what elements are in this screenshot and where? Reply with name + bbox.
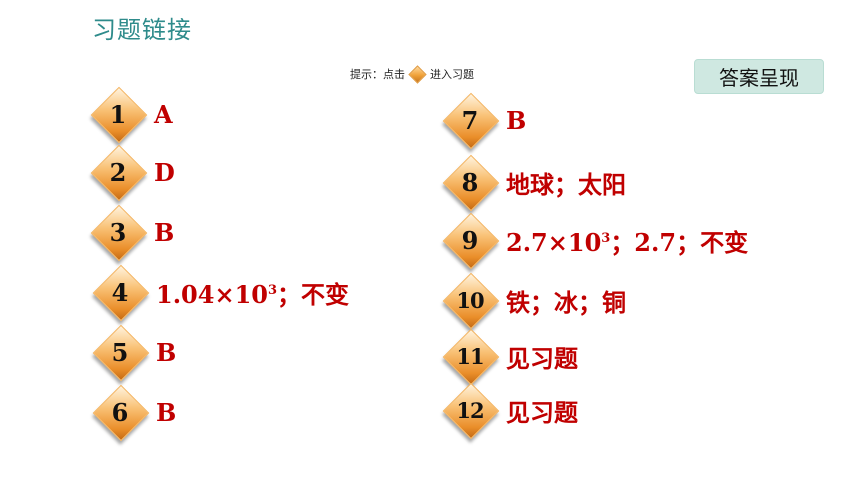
answer-text: D	[154, 157, 175, 187]
exercise-link-3[interactable]: 3 B	[90, 204, 175, 262]
exercise-number: 5	[111, 337, 129, 367]
diamond-badge[interactable]: 9	[442, 212, 500, 270]
exercise-number: 9	[461, 225, 479, 255]
answer-text: 2.7×103；2.7；不变	[506, 223, 748, 258]
hint-suffix: 进入习题	[430, 68, 474, 81]
exercise-link-1[interactable]: 1 A	[90, 86, 173, 144]
exercise-link-10[interactable]: 10 铁；冰；铜	[442, 272, 626, 330]
diamond-badge[interactable]: 3	[90, 204, 148, 262]
answer-exponent: 3	[267, 282, 278, 298]
exercise-link-6[interactable]: 6 B	[92, 384, 177, 442]
exercise-link-12[interactable]: 12 见习题	[442, 382, 578, 440]
answer-text: 见习题	[506, 397, 578, 427]
answer-text: 地球；太阳	[506, 169, 626, 199]
answer-text: 铁；冰；铜	[506, 287, 626, 317]
hint-text: 提示：点击 进入习题	[350, 64, 474, 84]
exercise-link-4[interactable]: 4 1.04×103；不变	[92, 264, 349, 322]
answer-text: A	[154, 99, 173, 129]
diamond-badge[interactable]: 1	[90, 86, 148, 144]
diamond-badge[interactable]: 12	[442, 382, 500, 440]
page-title: 习题链接	[92, 16, 192, 44]
exercise-number: 11	[456, 343, 484, 369]
hint-prefix: 提示：点击	[350, 68, 405, 81]
exercise-number: 12	[456, 397, 484, 423]
diamond-badge[interactable]: 8	[442, 154, 500, 212]
answer-text: B	[156, 397, 177, 427]
answer-text: 见习题	[506, 343, 578, 373]
answer-rest: ；不变	[277, 279, 350, 309]
answer-exponent: 3	[601, 230, 611, 246]
answer-rest: ；2.7；不变	[610, 227, 749, 257]
exercise-link-2[interactable]: 2 D	[90, 144, 175, 202]
diamond-badge[interactable]: 5	[92, 324, 150, 382]
diamond-badge[interactable]: 6	[92, 384, 150, 442]
exercise-link-11[interactable]: 11 见习题	[442, 328, 578, 386]
answer-main: 1.04×10	[156, 279, 268, 309]
diamond-icon	[408, 64, 427, 84]
diamond-badge[interactable]: 11	[442, 328, 500, 386]
exercise-number: 3	[109, 217, 127, 247]
exercise-number: 7	[461, 105, 479, 135]
exercise-number: 6	[111, 397, 129, 427]
exercise-number: 4	[111, 277, 129, 307]
answer-text: B	[156, 337, 177, 367]
exercise-number: 1	[109, 99, 127, 129]
exercise-number: 2	[109, 157, 127, 187]
exercise-link-7[interactable]: 7 B	[442, 92, 527, 150]
exercise-link-8[interactable]: 8 地球；太阳	[442, 154, 626, 212]
exercise-link-9[interactable]: 9 2.7×103；2.7；不变	[442, 212, 748, 270]
diamond-badge[interactable]: 2	[90, 144, 148, 202]
answer-main: 2.7×10	[506, 227, 602, 257]
show-answers-button[interactable]: 答案呈现	[694, 59, 824, 94]
exercise-link-5[interactable]: 5 B	[92, 324, 177, 382]
diamond-badge[interactable]: 10	[442, 272, 500, 330]
diamond-badge[interactable]: 7	[442, 92, 500, 150]
answer-text: 1.04×103；不变	[156, 275, 349, 310]
exercise-number: 8	[461, 167, 479, 197]
diamond-badge[interactable]: 4	[92, 264, 150, 322]
answer-text: B	[506, 105, 527, 135]
answer-text: B	[154, 217, 175, 247]
exercise-number: 10	[456, 287, 484, 313]
